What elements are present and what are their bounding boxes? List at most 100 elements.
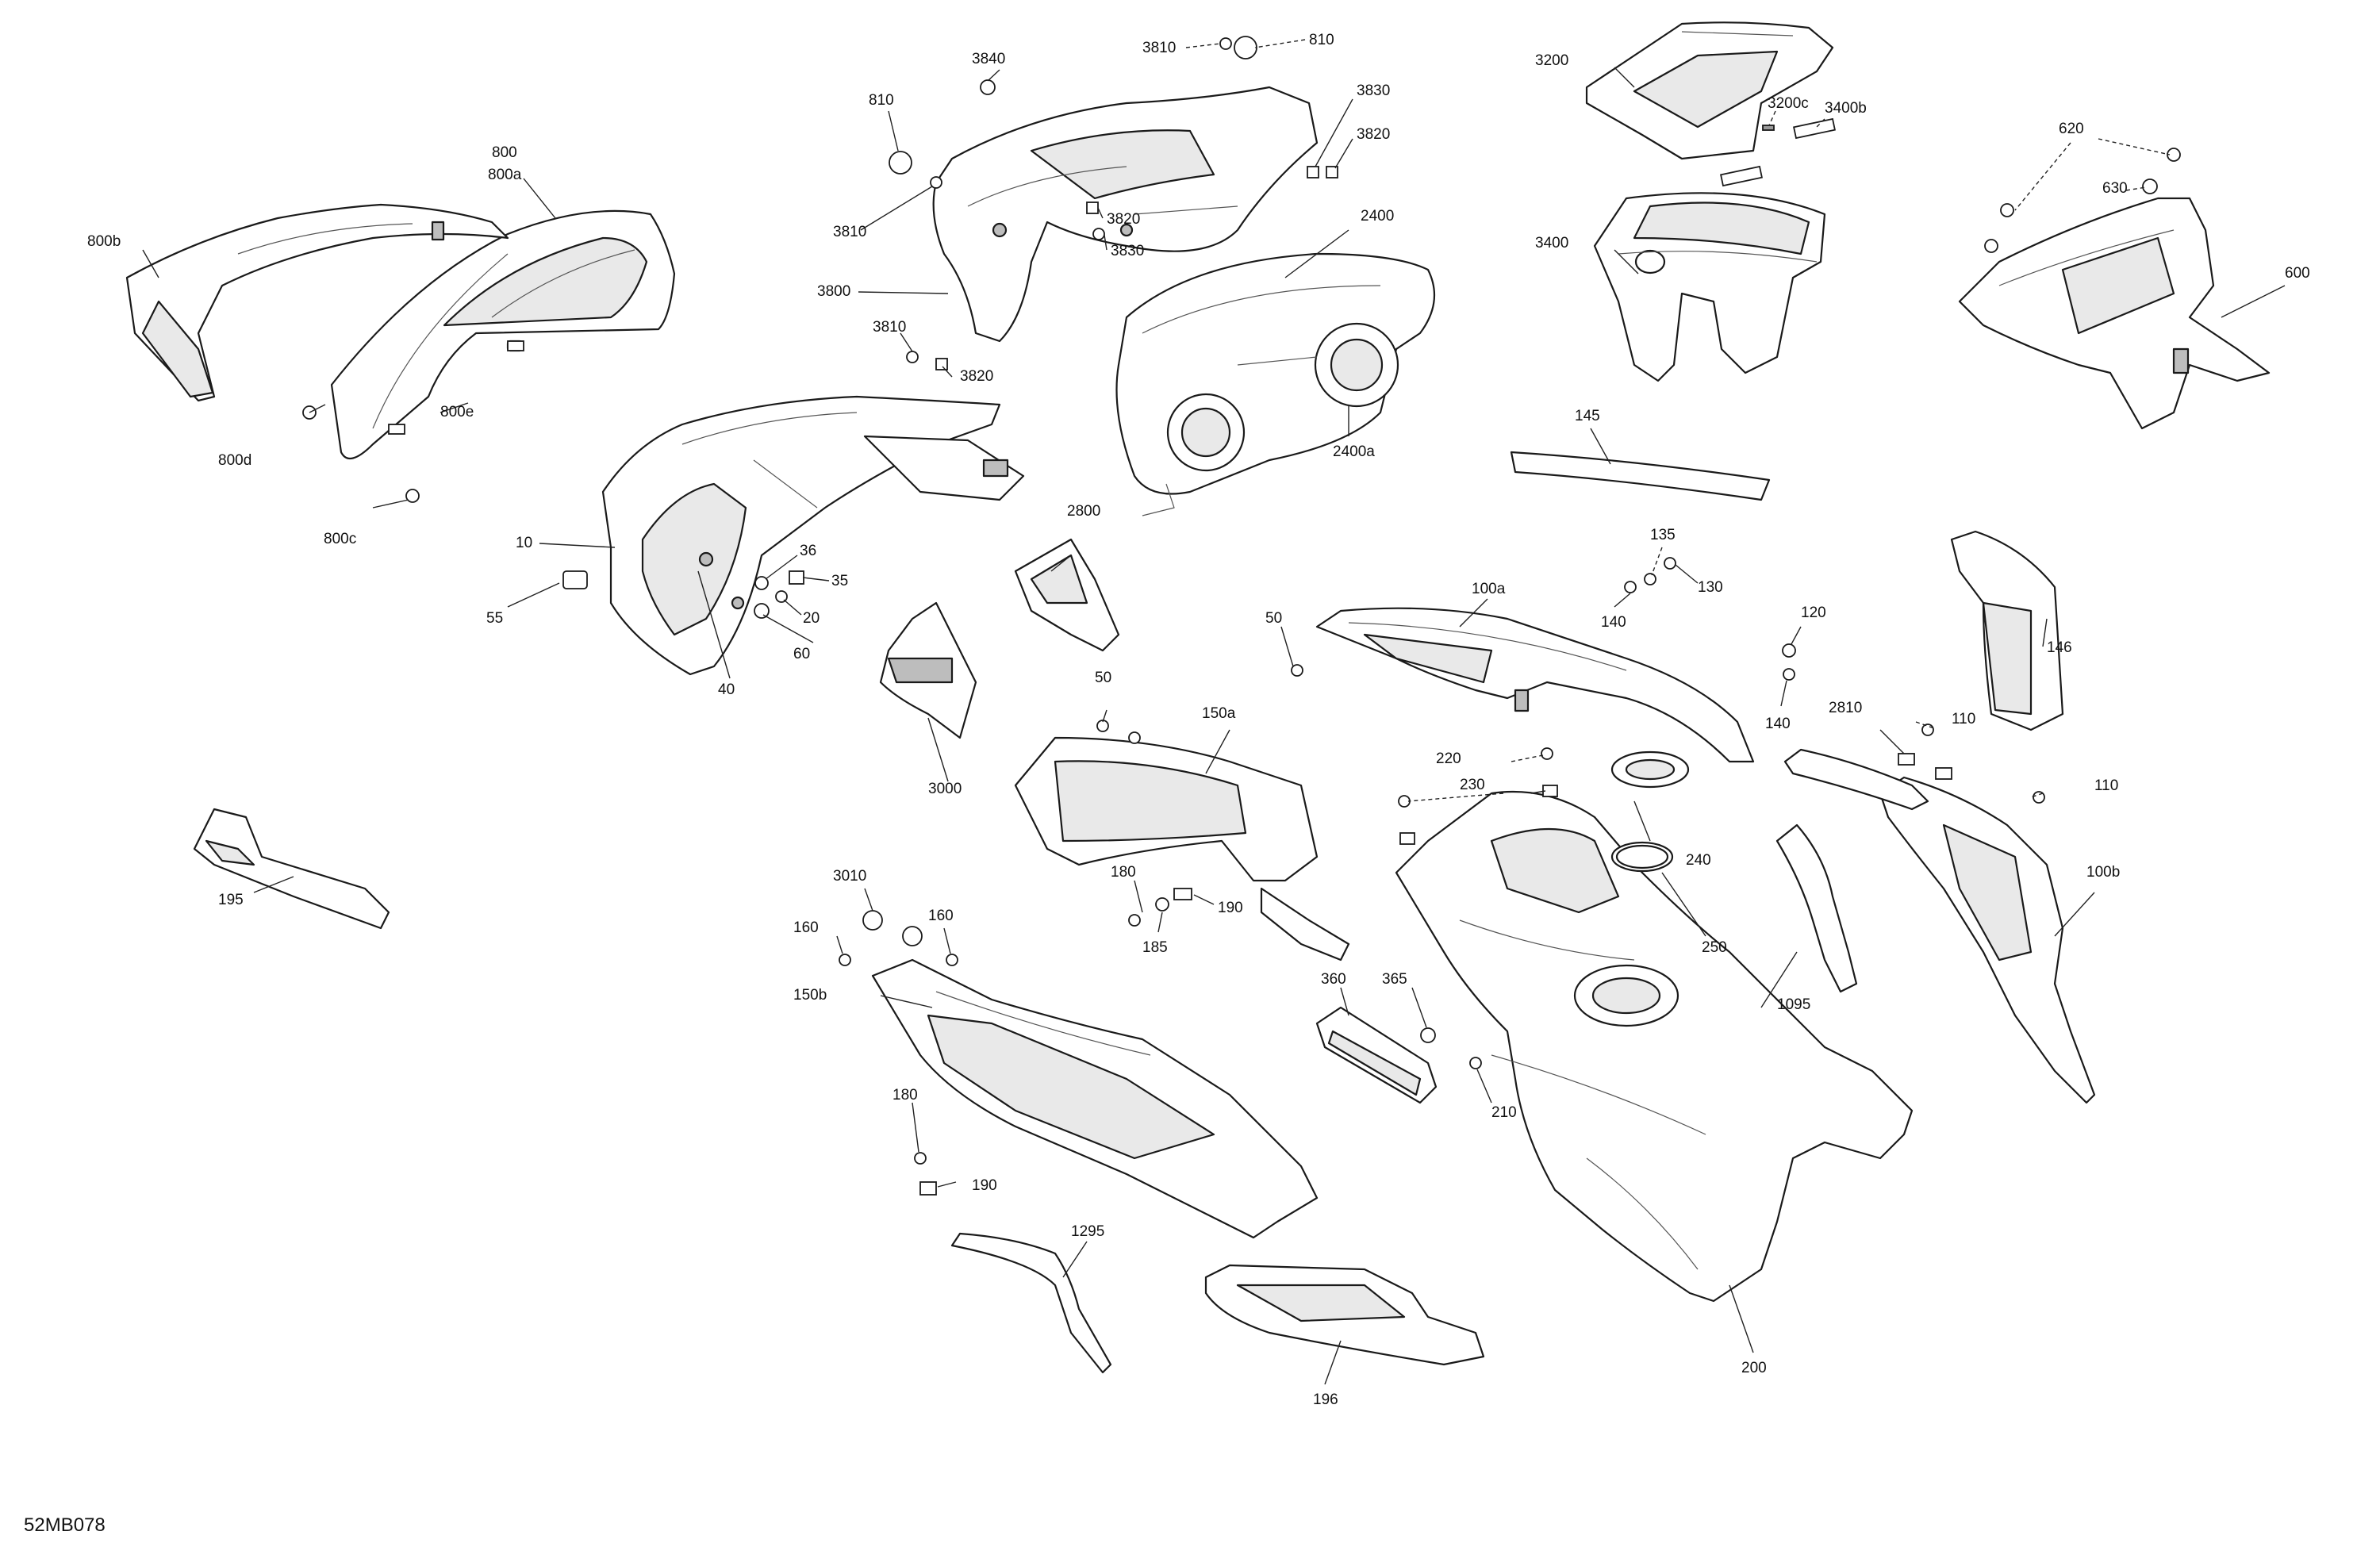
callout-180a: 180 bbox=[1111, 864, 1136, 881]
strip-3400b-2 bbox=[1720, 165, 1763, 187]
callout-3830b: 3830 bbox=[1111, 243, 1144, 259]
callout-3820c: 3820 bbox=[960, 368, 993, 385]
callout-185: 185 bbox=[1142, 939, 1168, 956]
clip-120 bbox=[1782, 643, 1796, 658]
part-1295-strip bbox=[950, 1232, 1112, 1374]
callout-labels: 800 800a 800b 800e 800d 800c 10 55 36 35… bbox=[87, 32, 2310, 1408]
callout-3810b: 3810 bbox=[833, 224, 866, 240]
nut-630b bbox=[1984, 239, 1998, 253]
callout-110a: 110 bbox=[1952, 711, 1975, 727]
part-240-cap-ring bbox=[1610, 750, 1690, 789]
screw-110a bbox=[1921, 724, 1934, 736]
part-3400-storage-bin bbox=[1593, 192, 1826, 382]
callout-40: 40 bbox=[718, 681, 735, 698]
grommet-810b bbox=[1234, 36, 1257, 59]
callout-800: 800 bbox=[492, 144, 517, 161]
screw-3810b bbox=[930, 176, 942, 189]
callout-800c: 800c bbox=[324, 531, 356, 547]
callout-220: 220 bbox=[1436, 750, 1461, 767]
clip-3820b bbox=[1086, 202, 1099, 214]
screw-220 bbox=[1541, 747, 1553, 760]
callout-1095: 1095 bbox=[1777, 996, 1810, 1013]
part-100a-side-rail bbox=[1315, 607, 1755, 763]
callout-20: 20 bbox=[803, 610, 820, 627]
callout-2400: 2400 bbox=[1361, 208, 1394, 225]
callout-3830a: 3830 bbox=[1357, 83, 1390, 99]
callout-800a: 800a bbox=[488, 167, 522, 183]
leader-lines bbox=[142, 39, 2286, 1385]
part-2800-bracket bbox=[1014, 538, 1120, 652]
screw-20 bbox=[775, 590, 788, 603]
callout-2810: 2810 bbox=[1829, 700, 1862, 716]
callout-620: 620 bbox=[2059, 121, 2084, 137]
callout-3820b: 3820 bbox=[1107, 211, 1140, 228]
callout-120: 120 bbox=[1801, 605, 1826, 621]
clip-2810b bbox=[1935, 767, 1952, 780]
screw-3830b bbox=[1092, 228, 1105, 240]
washer-185 bbox=[1155, 897, 1169, 912]
screw-620b bbox=[2000, 203, 2014, 217]
callout-3400: 3400 bbox=[1535, 235, 1568, 251]
callout-140b: 140 bbox=[1765, 716, 1791, 732]
callout-100a: 100a bbox=[1472, 581, 1506, 597]
callout-196: 196 bbox=[1313, 1391, 1338, 1408]
callout-35: 35 bbox=[831, 573, 848, 589]
screw-135 bbox=[1644, 573, 1656, 585]
part-3800-support-frame bbox=[932, 86, 1319, 343]
clip-2810a bbox=[1898, 753, 1915, 766]
callout-3810a: 3810 bbox=[1142, 40, 1176, 56]
callout-50a: 50 bbox=[1265, 610, 1282, 627]
callout-130: 130 bbox=[1698, 579, 1723, 596]
part-800-windshield bbox=[330, 209, 676, 460]
part-360-pad bbox=[1315, 1006, 1438, 1104]
diagram-reference-code: 52MB078 bbox=[24, 1514, 106, 1536]
part-3200-storage-lid bbox=[1585, 21, 1834, 160]
screw-110b bbox=[2033, 791, 2045, 804]
callout-630: 630 bbox=[2102, 180, 2128, 197]
callout-190b: 190 bbox=[972, 1177, 997, 1194]
callout-800e: 800e bbox=[440, 404, 474, 420]
callout-135: 135 bbox=[1650, 527, 1676, 543]
callout-3200: 3200 bbox=[1535, 52, 1568, 69]
callout-3800: 3800 bbox=[817, 283, 850, 300]
washer-50c bbox=[1128, 731, 1141, 744]
screw-3810c bbox=[906, 351, 919, 363]
strip-3400b bbox=[1793, 117, 1836, 140]
callout-250: 250 bbox=[1702, 939, 1727, 956]
callout-195: 195 bbox=[218, 892, 244, 908]
nut-630 bbox=[2142, 178, 2158, 194]
callout-3000: 3000 bbox=[928, 781, 962, 797]
callout-3200c: 3200c bbox=[1768, 95, 1809, 112]
part-100b-side-rail bbox=[1879, 776, 2096, 1104]
callout-200: 200 bbox=[1741, 1360, 1767, 1376]
callout-50b: 50 bbox=[1095, 670, 1111, 686]
clip-800e bbox=[388, 424, 405, 435]
screw-3840 bbox=[980, 79, 996, 95]
callout-230: 230 bbox=[1460, 777, 1485, 793]
part-150b-lower-panel bbox=[871, 958, 1319, 1239]
callout-55: 55 bbox=[486, 610, 503, 627]
callout-190a: 190 bbox=[1218, 900, 1243, 916]
screw-130 bbox=[1664, 557, 1676, 570]
washer-60 bbox=[754, 603, 770, 619]
callout-3400b: 3400b bbox=[1825, 100, 1867, 117]
callout-60: 60 bbox=[793, 646, 810, 662]
part-200-main-body bbox=[1395, 790, 1914, 1303]
clip-190a bbox=[1173, 888, 1192, 900]
part-800b-bracket bbox=[125, 203, 509, 402]
part-150a-side-panel bbox=[1014, 736, 1350, 961]
callout-180b: 180 bbox=[892, 1087, 918, 1104]
screw-220b bbox=[1398, 795, 1411, 808]
nut-36 bbox=[754, 576, 769, 590]
nut-160b bbox=[946, 954, 958, 966]
washer-50a bbox=[1291, 664, 1303, 677]
part-3000-deflector bbox=[879, 601, 977, 739]
part-145-trim-strip bbox=[1510, 451, 1771, 501]
part-146-side-trim bbox=[1950, 530, 2064, 731]
callout-240: 240 bbox=[1686, 852, 1711, 869]
part-196-trim bbox=[1204, 1264, 1485, 1366]
grommet-3010b bbox=[902, 926, 923, 946]
part-600-side-panel bbox=[1958, 197, 2271, 430]
clip-3830a bbox=[1307, 166, 1319, 178]
